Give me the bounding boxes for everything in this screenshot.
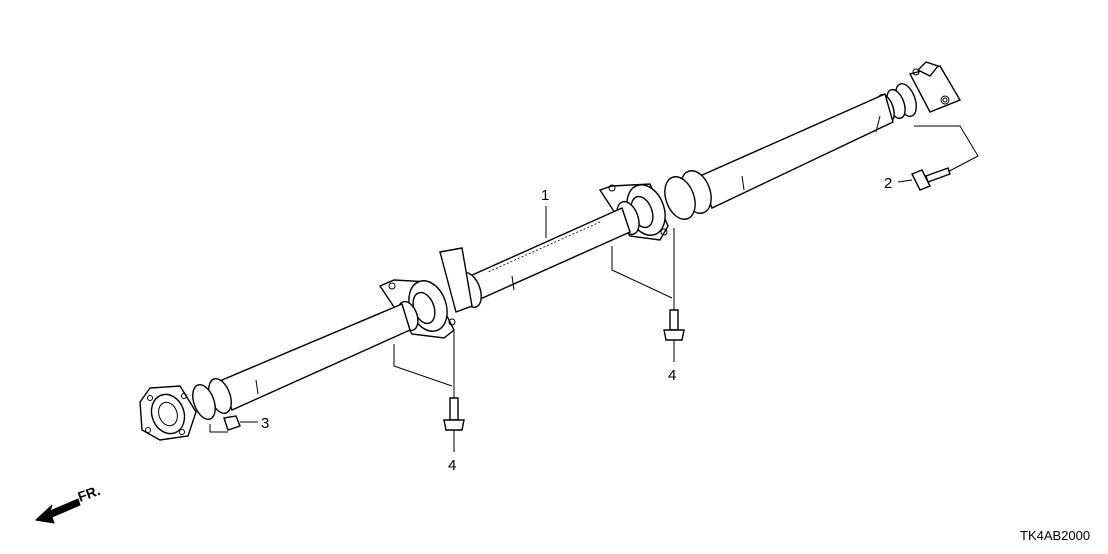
rear-flange-yoke	[877, 61, 962, 123]
front-shaft-tube	[221, 303, 411, 411]
callout-part-4-center: 4	[668, 367, 676, 384]
rear-shaft-tube	[699, 93, 894, 209]
center-shaft-tube	[469, 207, 631, 301]
arrow-left-down-icon	[34, 498, 81, 524]
callout-part-2: 2	[884, 175, 892, 192]
front-flange	[139, 378, 232, 441]
part-4-bolt-center	[611, 228, 685, 362]
part-2-bolt	[897, 125, 979, 191]
part-4-bolt-left	[393, 330, 465, 452]
callout-part-3: 3	[261, 415, 269, 432]
front-direction-label: FR.	[76, 482, 103, 505]
callout-part-1: 1	[541, 187, 549, 204]
diagram-code: TK4AB2000	[1020, 528, 1090, 543]
front-center-bearing	[378, 247, 482, 339]
part-3-bolt	[209, 415, 258, 433]
callout-part-4-left: 4	[448, 457, 456, 474]
rear-center-bearing	[598, 170, 712, 241]
